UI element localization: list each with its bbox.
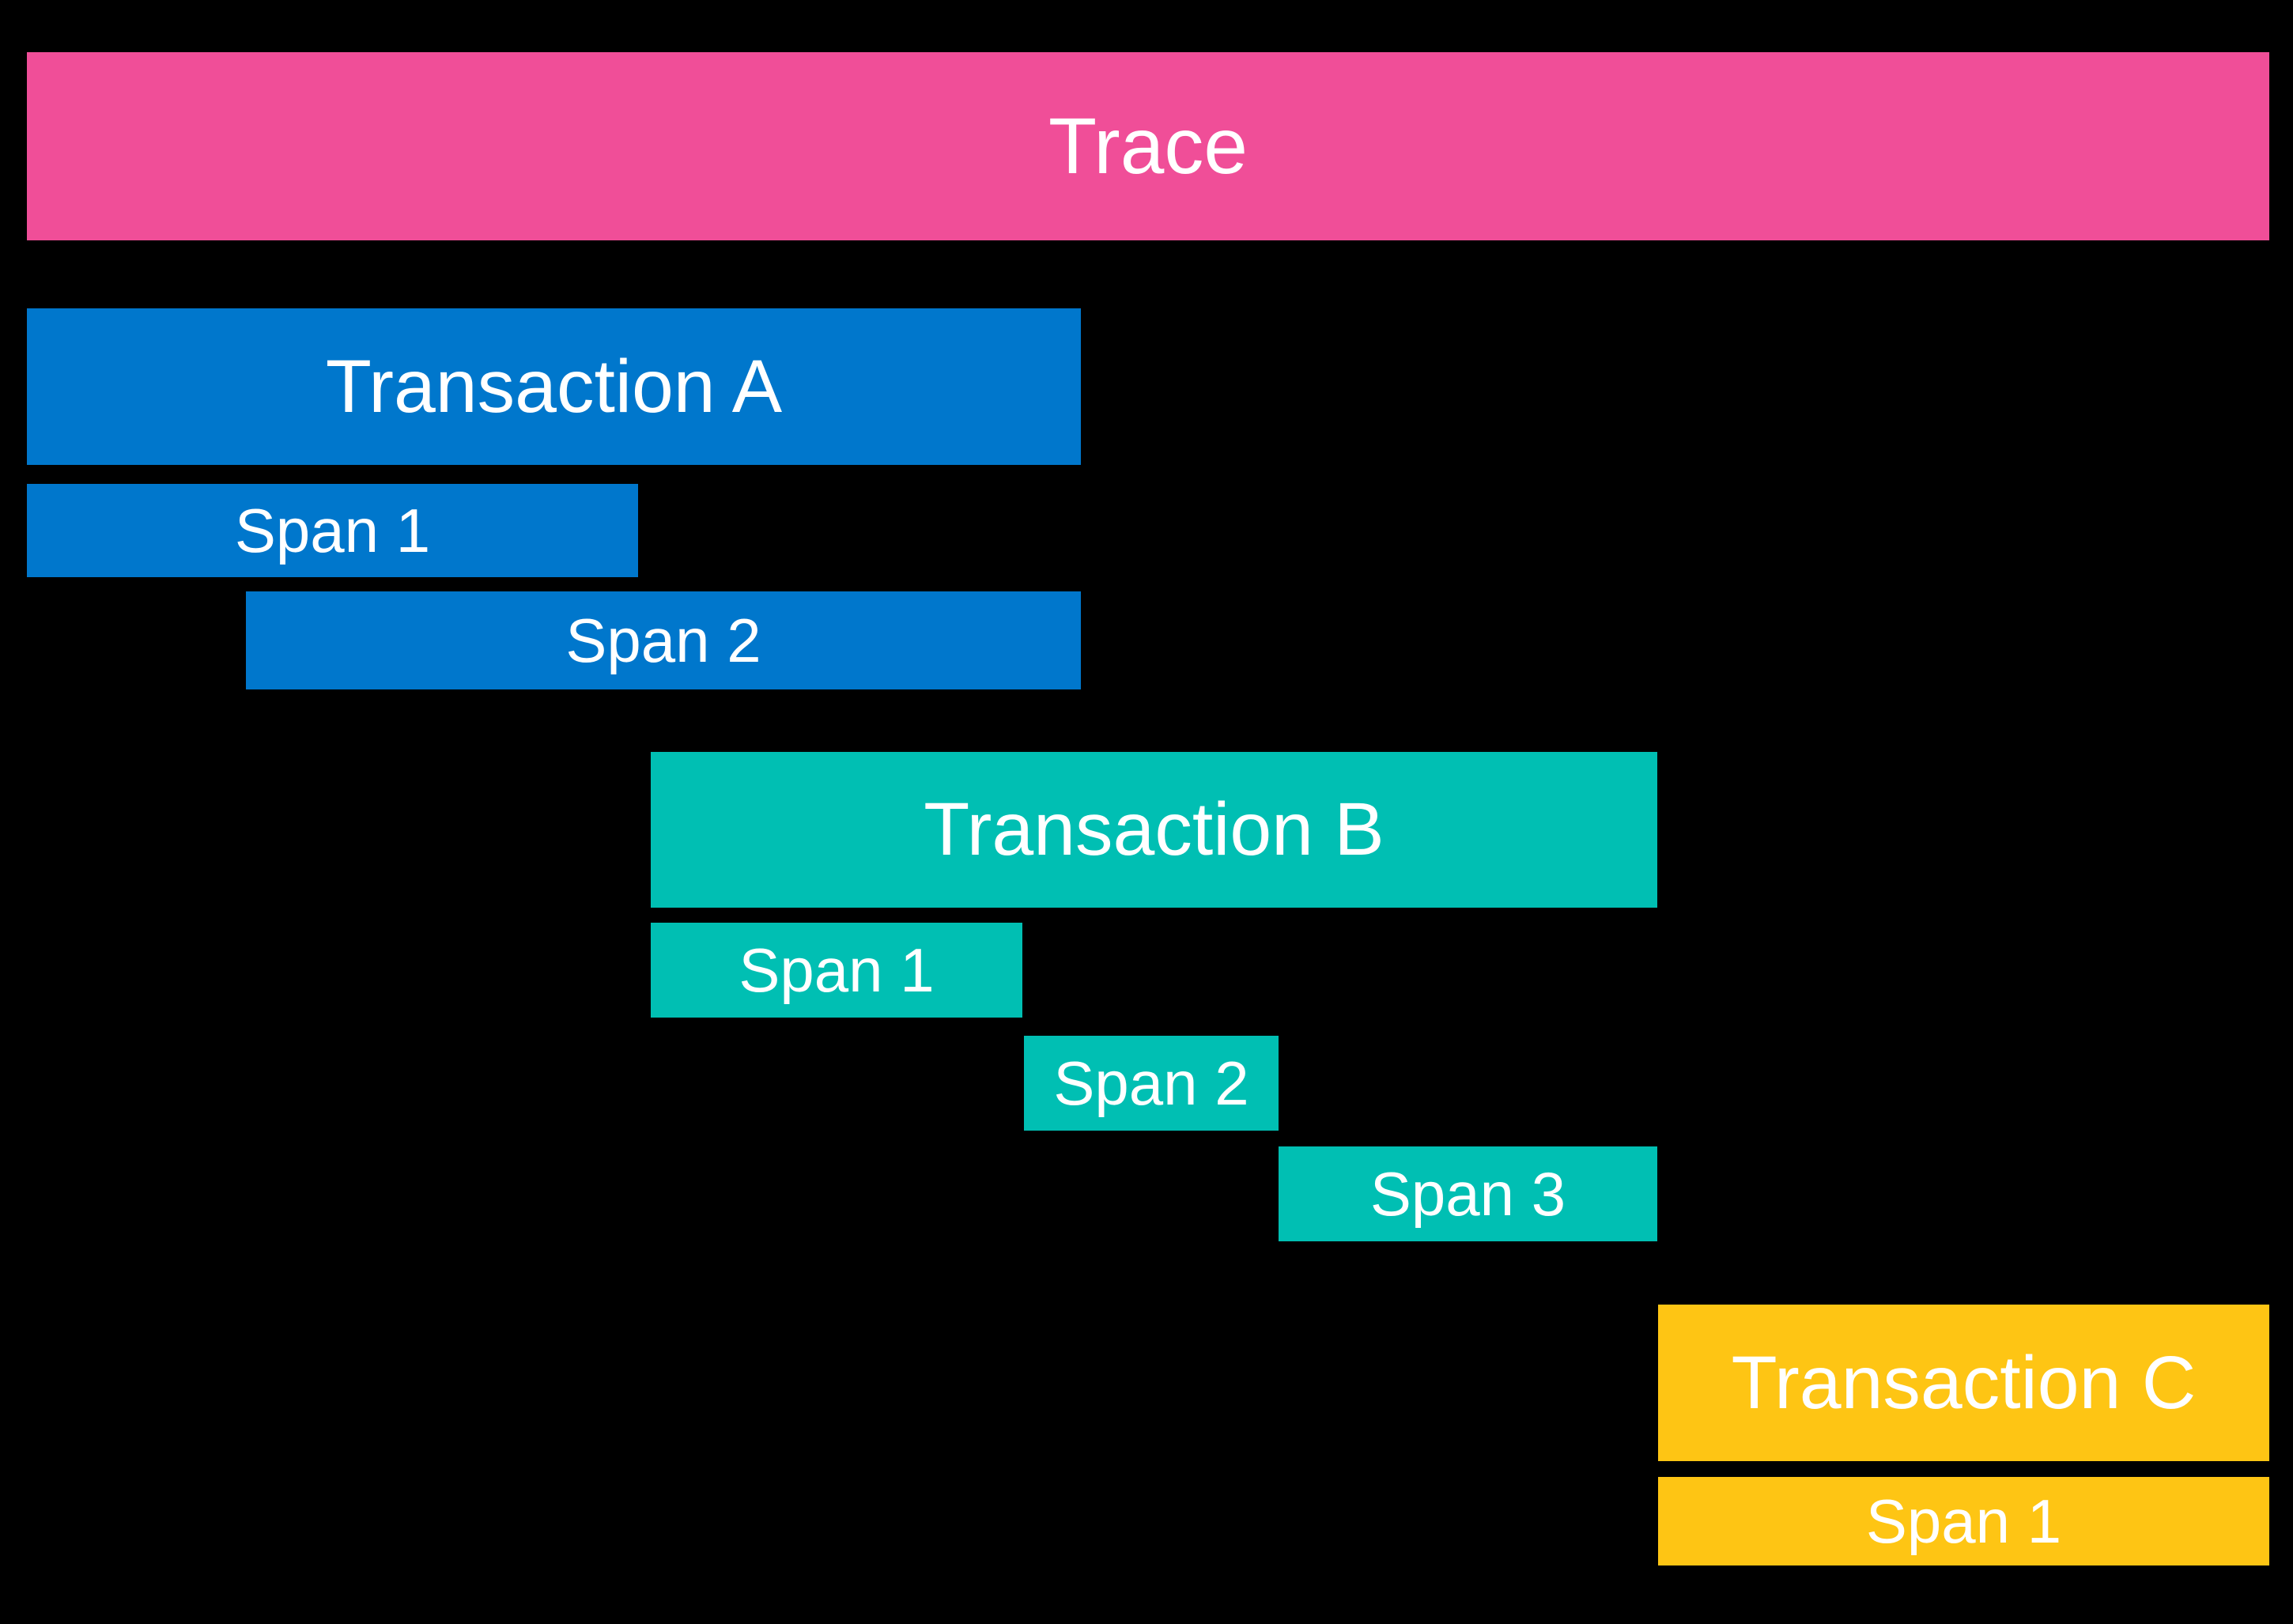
transaction-a-label: Transaction A bbox=[325, 344, 783, 429]
transaction-a-span-2-bar: Span 2 bbox=[246, 591, 1081, 689]
transaction-c-span-1-label: Span 1 bbox=[1865, 1486, 2062, 1556]
transaction-b-label: Transaction B bbox=[924, 787, 1384, 871]
transaction-b-bar: Transaction B bbox=[651, 752, 1657, 908]
trace-bar: Trace bbox=[27, 52, 2269, 240]
transaction-c-label: Transaction C bbox=[1731, 1340, 2197, 1425]
transaction-b-span-3-label: Span 3 bbox=[1369, 1158, 1566, 1229]
trace-label: Trace bbox=[1048, 101, 1248, 191]
transaction-c-bar: Transaction C bbox=[1658, 1305, 2269, 1461]
transaction-c-span-1-bar: Span 1 bbox=[1658, 1477, 2269, 1565]
transaction-b-span-2-bar: Span 2 bbox=[1024, 1036, 1279, 1131]
transaction-a-bar: Transaction A bbox=[27, 308, 1081, 465]
transaction-a-span-1-label: Span 1 bbox=[234, 495, 431, 565]
transaction-a-span-2-label: Span 2 bbox=[565, 605, 761, 675]
transaction-b-span-1-bar: Span 1 bbox=[651, 923, 1022, 1018]
transaction-b-span-1-label: Span 1 bbox=[739, 935, 935, 1005]
transaction-b-span-2-label: Span 2 bbox=[1053, 1048, 1249, 1118]
transaction-b-span-3-bar: Span 3 bbox=[1279, 1146, 1657, 1241]
transaction-a-span-1-bar: Span 1 bbox=[27, 484, 638, 577]
